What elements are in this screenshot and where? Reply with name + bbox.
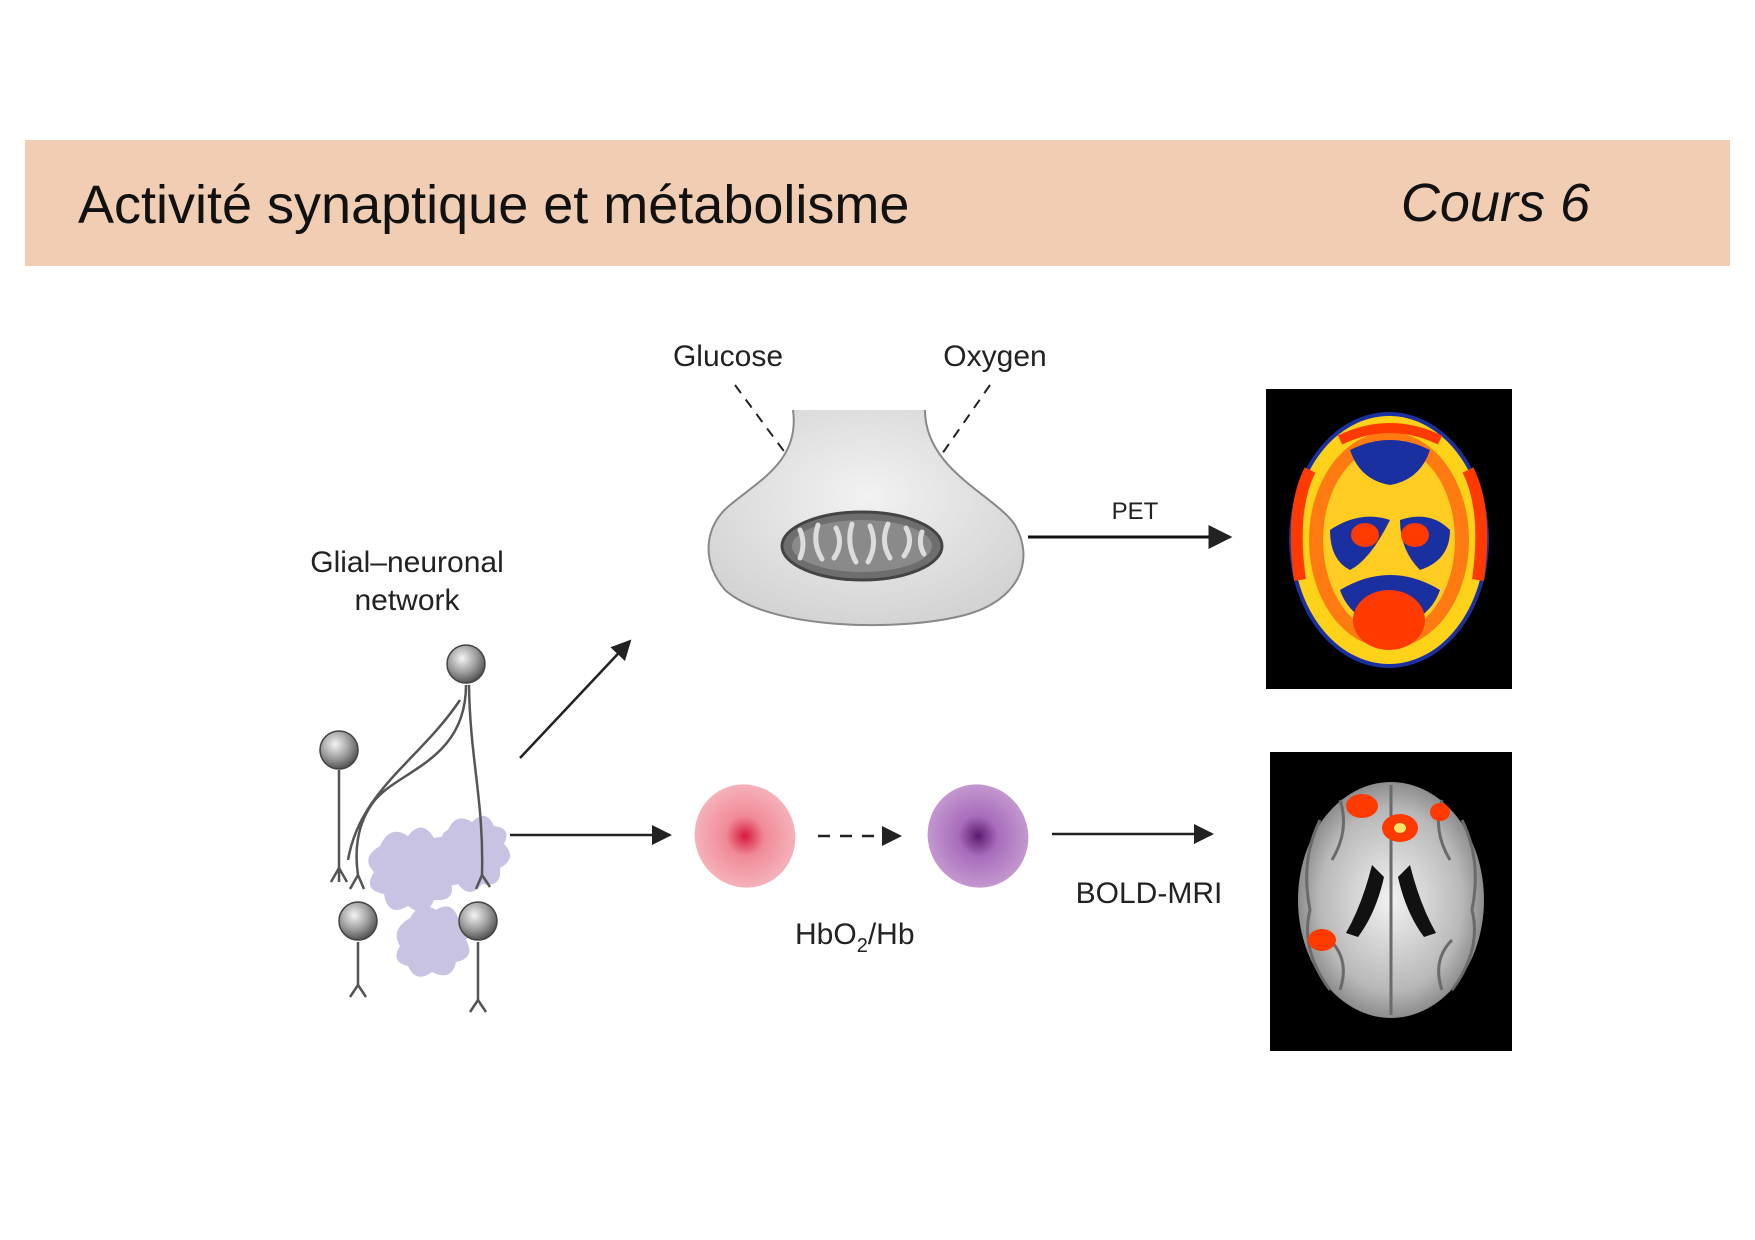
pet-label: PET <box>1112 498 1159 525</box>
oxyhemoglobin-cell <box>694 784 796 888</box>
course-number: Cours 6 <box>1400 173 1590 233</box>
neuron-body <box>446 644 486 684</box>
oxygen-label: Oxygen <box>943 340 1046 373</box>
neuron-body <box>319 730 359 770</box>
hemoglobin-label: HbO2/Hb <box>795 918 915 957</box>
hemoglobin-label-tail: /Hb <box>868 918 915 951</box>
neuron-body <box>338 901 378 941</box>
astrocyte-shape <box>368 827 459 912</box>
bold-mri-brain-scan-image <box>1270 752 1512 1051</box>
astrocyte-shape <box>435 815 511 892</box>
network-to-mitochondrion-arrow <box>519 639 632 759</box>
neuron-body <box>458 901 498 941</box>
network-label-line2: network <box>354 584 460 617</box>
deoxyhemoglobin-cell <box>927 784 1029 888</box>
glucose-dashed-arrow <box>734 384 821 502</box>
glucose-label: Glucose <box>673 340 783 373</box>
glial-neuronal-network <box>319 644 511 1013</box>
pet-brain-scan-image <box>1266 389 1512 689</box>
mitochondrion-icon <box>780 510 944 582</box>
slide-title: Activité synaptique et métabolisme <box>78 175 910 235</box>
bold-mri-label: BOLD-MRI <box>1076 877 1223 910</box>
hemoglobin-label-subscript: 2 <box>857 935 868 957</box>
network-label-line1: Glial–neuronal <box>310 546 503 579</box>
hemoglobin-label-main: HbO <box>795 918 857 951</box>
title-banner: Activité synaptique et métabolisme Cours… <box>25 140 1730 266</box>
astrocyte-shape <box>396 906 470 977</box>
